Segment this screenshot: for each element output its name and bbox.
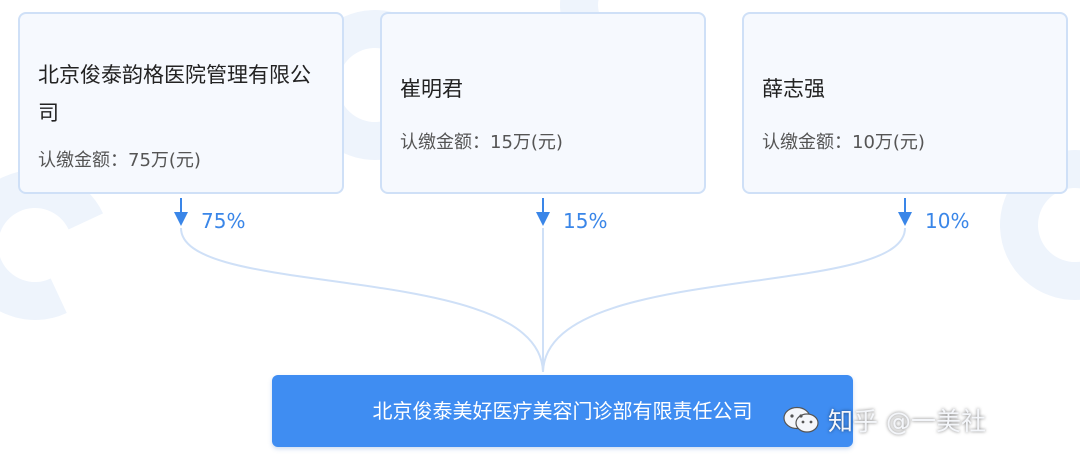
shareholder-amount: 认缴金额：10万(元) [762,132,925,153]
connector-line-3 [542,227,906,373]
wechat-icon [783,406,819,433]
ownership-percent: 10% [925,209,970,233]
shareholder-card[interactable]: 崔明君 认缴金额：15万(元) [380,12,706,194]
ownership-percent: 75% [201,209,246,233]
ownership-percent: 15% [563,209,608,233]
arrow-down-icon [174,212,188,226]
shareholder-name: 北京俊泰韵格医院管理有限公司 [38,63,311,125]
shareholder-amount: 认缴金额：75万(元) [38,150,201,171]
arrow-down-icon [536,212,550,226]
shareholder-name: 薛志强 [762,77,825,101]
shareholder-card[interactable]: 北京俊泰韵格医院管理有限公司 认缴金额：75万(元) [18,12,344,194]
shareholder-name: 崔明君 [400,77,463,101]
shareholder-card[interactable]: 薛志强 认缴金额：10万(元) [742,12,1068,194]
connector-line-1 [180,227,544,373]
credit-text: 知乎 @一美社 [828,407,986,436]
arrow-down-icon [898,212,912,226]
shareholder-amount: 认缴金额：15万(元) [400,132,563,153]
target-company[interactable]: 北京俊泰美好医疗美容门诊部有限责任公司 [272,375,853,447]
source-credit: 知乎 @一美社 [782,400,986,440]
